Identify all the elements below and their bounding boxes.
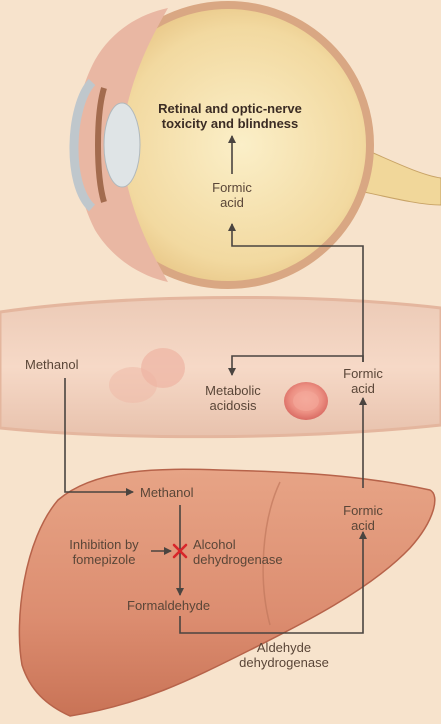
retinal-toxicity-title-line1: Retinal and optic-nerve bbox=[150, 101, 310, 116]
liver-formic-acid-label: Formic acid bbox=[333, 503, 393, 533]
liver-methanol-label: Methanol bbox=[140, 485, 193, 500]
retinal-toxicity-title-line2: toxicity and blindness bbox=[150, 116, 310, 131]
formaldehyde-label: Formaldehyde bbox=[127, 598, 210, 613]
rbc-ghost-2 bbox=[141, 348, 185, 388]
metabolic-acidosis-label: Metabolic acidosis bbox=[193, 383, 273, 413]
fomepizole-inhibition-label: Inhibition by fomepizole bbox=[58, 537, 150, 567]
aldehyde-dehydrogenase-label: Aldehyde dehydrogenase bbox=[224, 640, 344, 670]
blood-methanol-label: Methanol bbox=[25, 357, 78, 372]
red-blood-cell-center bbox=[293, 391, 319, 411]
alcohol-dehydrogenase-label: Alcohol dehydrogenase bbox=[193, 537, 283, 567]
retinal-toxicity-title: Retinal and optic-nerve toxicity and bli… bbox=[150, 101, 310, 131]
eye-illustration bbox=[74, 5, 441, 285]
vessel-formic-acid-label: Formic acid bbox=[333, 366, 393, 396]
eye-formic-acid-label: Formic acid bbox=[202, 180, 262, 210]
lens bbox=[104, 103, 140, 187]
